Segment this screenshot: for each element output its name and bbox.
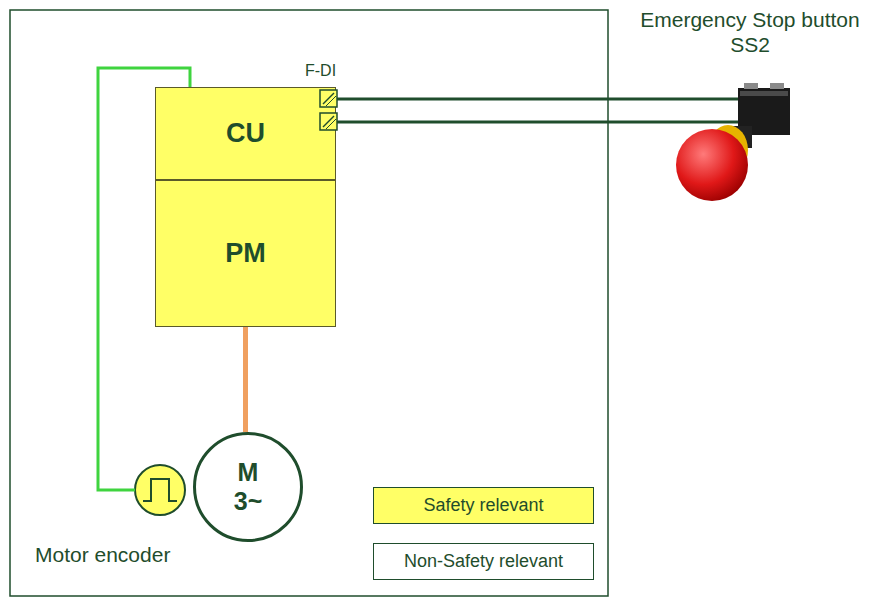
signal-wire bbox=[336, 121, 738, 124]
emergency-stop-picture bbox=[676, 83, 790, 201]
button-label: Emergency Stop button SS2 bbox=[635, 7, 865, 57]
power-module-box: PM bbox=[155, 180, 336, 327]
switch-body-port bbox=[738, 88, 790, 135]
legend-swatch: Safety relevant bbox=[373, 487, 594, 524]
legend-swatch: Non-Safety relevant bbox=[373, 543, 594, 580]
box-title: PM bbox=[225, 238, 266, 269]
terminal-symbol bbox=[320, 90, 337, 107]
signal-wire bbox=[336, 98, 738, 101]
legend-text: Non-Safety relevant bbox=[404, 551, 563, 572]
legend-text: Safety relevant bbox=[423, 495, 543, 516]
box-title: CU bbox=[226, 118, 265, 149]
motor-title: M 3~ bbox=[233, 458, 263, 516]
encoder-port bbox=[135, 465, 185, 515]
emergency-stop-button: Emergency Stop button SS2 bbox=[677, 85, 792, 203]
power-cable bbox=[243, 327, 248, 432]
terminal-symbol bbox=[320, 113, 337, 130]
encoder-symbol bbox=[135, 465, 185, 515]
control-unit-box: CU bbox=[155, 87, 336, 180]
motor-encoder: Motor encoder bbox=[30, 463, 220, 573]
terminal-label: F-DI bbox=[305, 62, 336, 80]
encoder-label: Motor encoder bbox=[30, 543, 220, 567]
motor-circle: M 3~ bbox=[193, 432, 303, 542]
